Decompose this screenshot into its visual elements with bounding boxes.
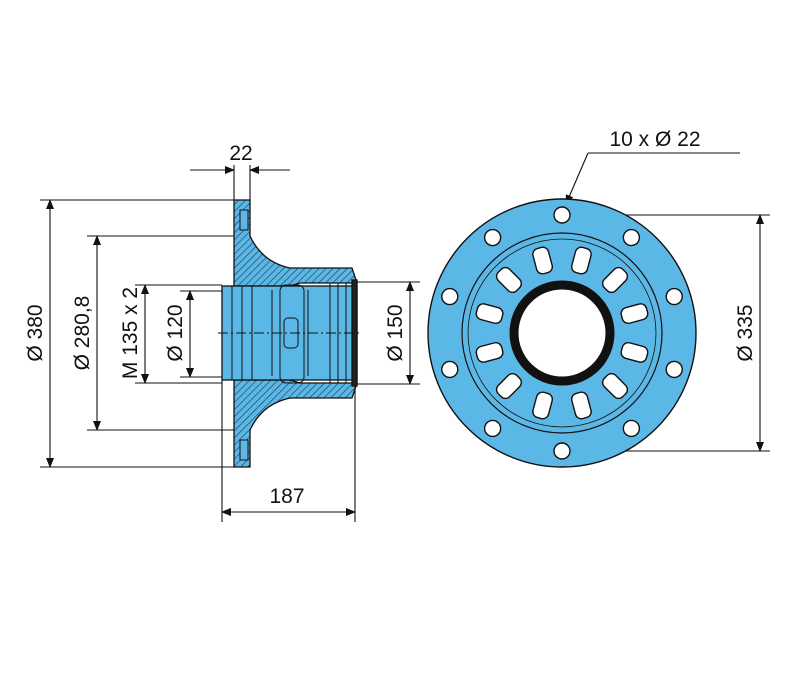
hub-window xyxy=(475,303,504,325)
bolt-hole xyxy=(622,419,641,438)
hub-windows xyxy=(475,246,649,420)
dim-pitch-circle: Ø 335 xyxy=(734,304,757,361)
bolt-hole xyxy=(441,287,459,306)
dim-thread: M 135 x 2 xyxy=(119,287,142,379)
hub-window xyxy=(570,246,592,275)
dim-bore: Ø 120 xyxy=(164,304,187,361)
front-view xyxy=(427,198,697,468)
dim-spigot: Ø 150 xyxy=(384,304,407,361)
hub-window xyxy=(570,391,592,420)
hub-window xyxy=(475,341,504,363)
hub-window xyxy=(601,372,629,400)
dim-bolt-holes: 10 x Ø 22 xyxy=(609,128,700,151)
hub-window xyxy=(532,246,554,275)
dim-length: 187 xyxy=(269,485,304,508)
side-view xyxy=(218,199,362,468)
dim-bolt-circle-inner: Ø 280,8 xyxy=(71,296,94,371)
hub-window xyxy=(495,372,523,400)
bolt-hole xyxy=(553,442,571,460)
bolt-hole xyxy=(483,419,502,438)
bolt-hole xyxy=(665,287,683,306)
hub-window xyxy=(620,341,649,363)
dim-flange-thickness: 22 xyxy=(229,142,252,165)
hub-bore-ring xyxy=(509,280,615,386)
bolt-holes xyxy=(441,206,683,460)
hub-window xyxy=(532,391,554,420)
hub-section-bottom xyxy=(233,379,358,468)
bolt-hole xyxy=(483,228,502,247)
hub-window xyxy=(601,266,629,294)
hub-window xyxy=(620,303,649,325)
dimension-lines xyxy=(40,152,770,522)
dim-flange-diameter: Ø 380 xyxy=(24,304,47,361)
hub-window xyxy=(495,266,523,294)
bolt-hole xyxy=(441,360,459,379)
hub-section-top xyxy=(233,199,358,287)
bolt-hole xyxy=(665,360,683,379)
bolt-hole xyxy=(553,206,571,224)
bolt-hole xyxy=(622,228,641,247)
